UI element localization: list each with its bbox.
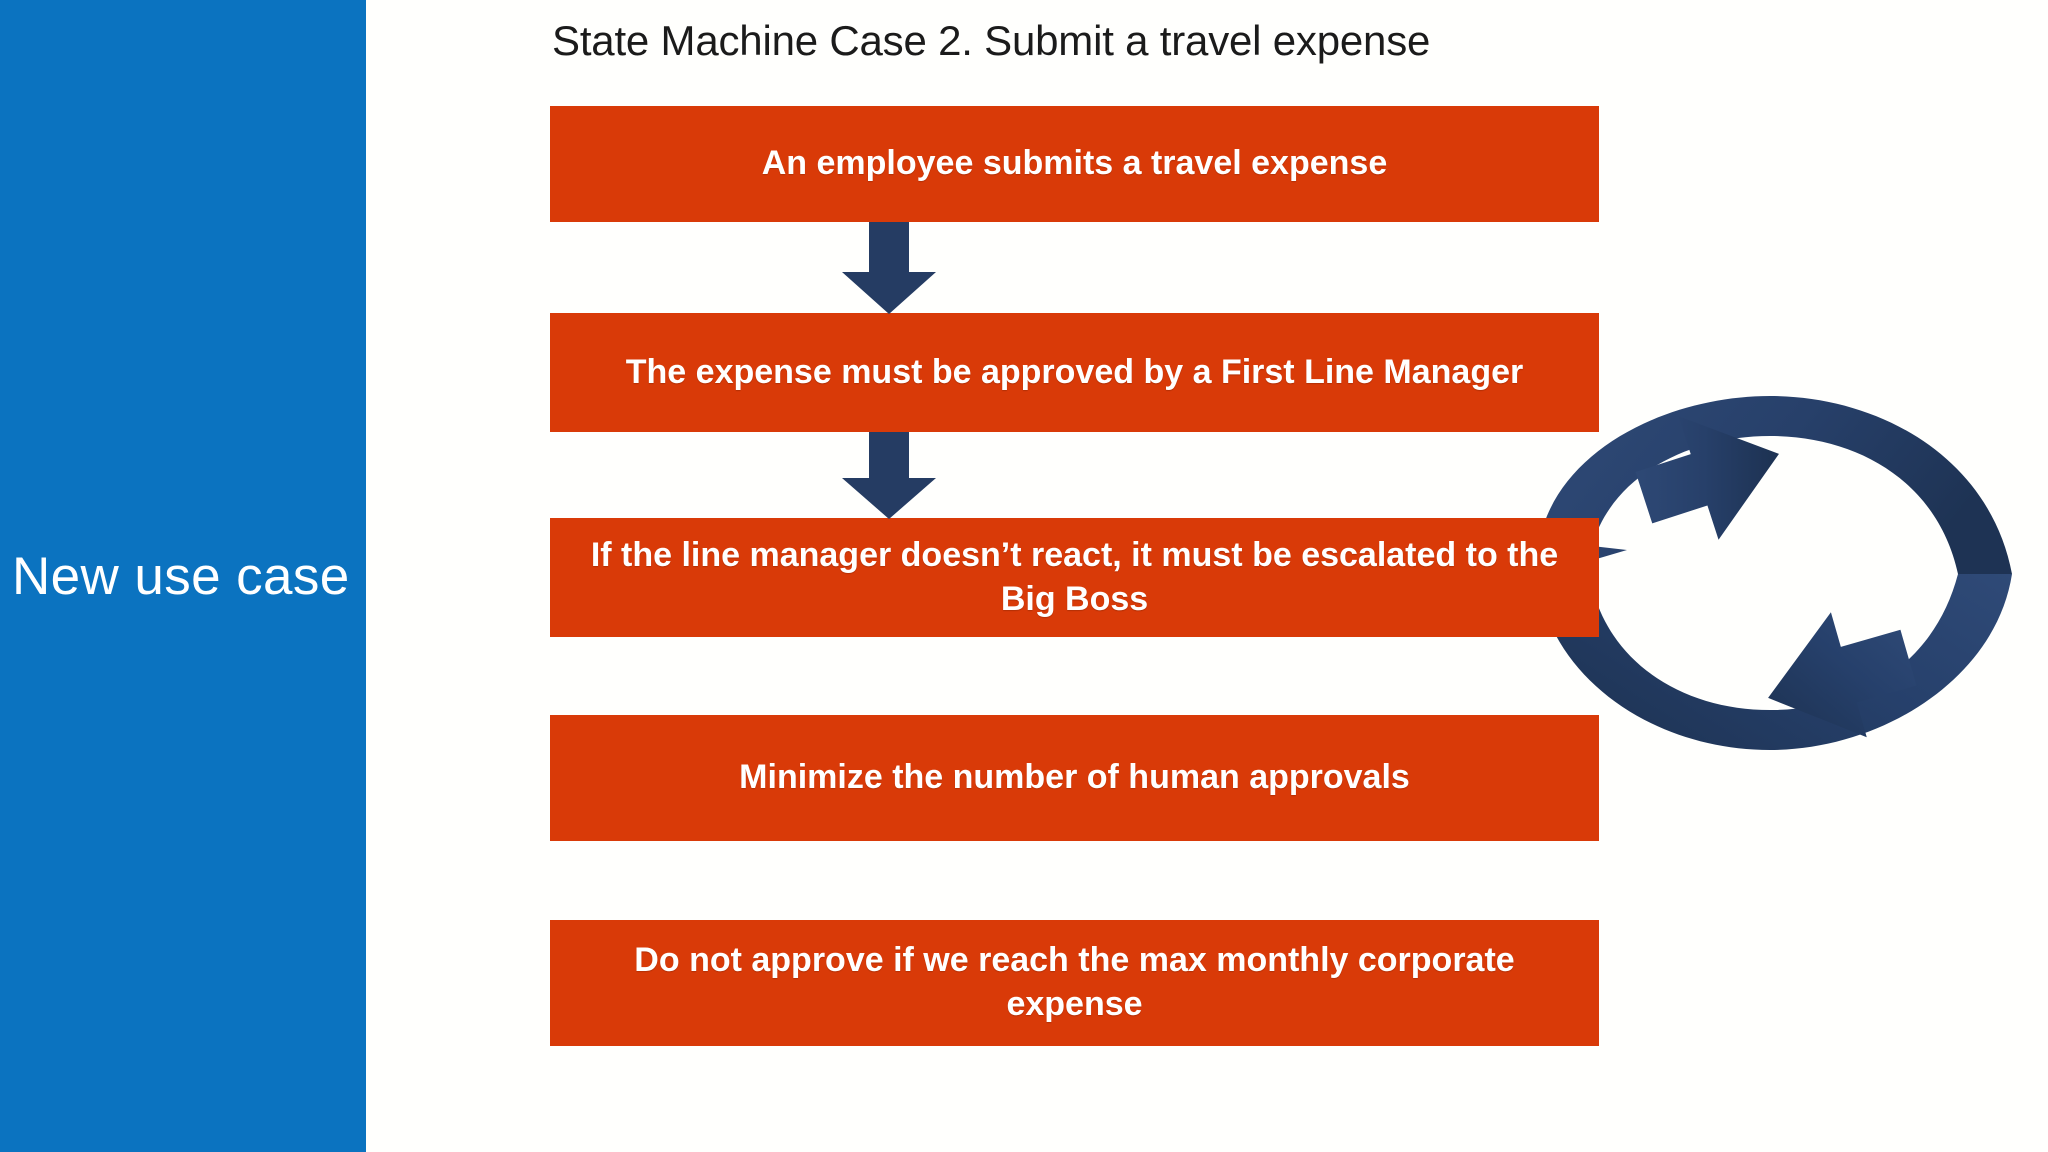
process-box-5: Do not approve if we reach the max month… (550, 920, 1599, 1046)
section-label: New use case (12, 546, 350, 606)
process-box-2: The expense must be approved by a First … (550, 313, 1599, 432)
process-box-1: An employee submits a travel expense (550, 106, 1599, 222)
process-box-4: Minimize the number of human approvals (550, 715, 1599, 841)
down-arrow-icon-1 (824, 222, 954, 314)
process-box-3: If the line manager doesn’t react, it mu… (550, 518, 1599, 637)
left-accent-panel (0, 0, 366, 1152)
down-arrow-icon-2 (824, 432, 954, 519)
slide-title: State Machine Case 2. Submit a travel ex… (552, 17, 1431, 64)
circular-arrows-icon (1520, 378, 2040, 768)
